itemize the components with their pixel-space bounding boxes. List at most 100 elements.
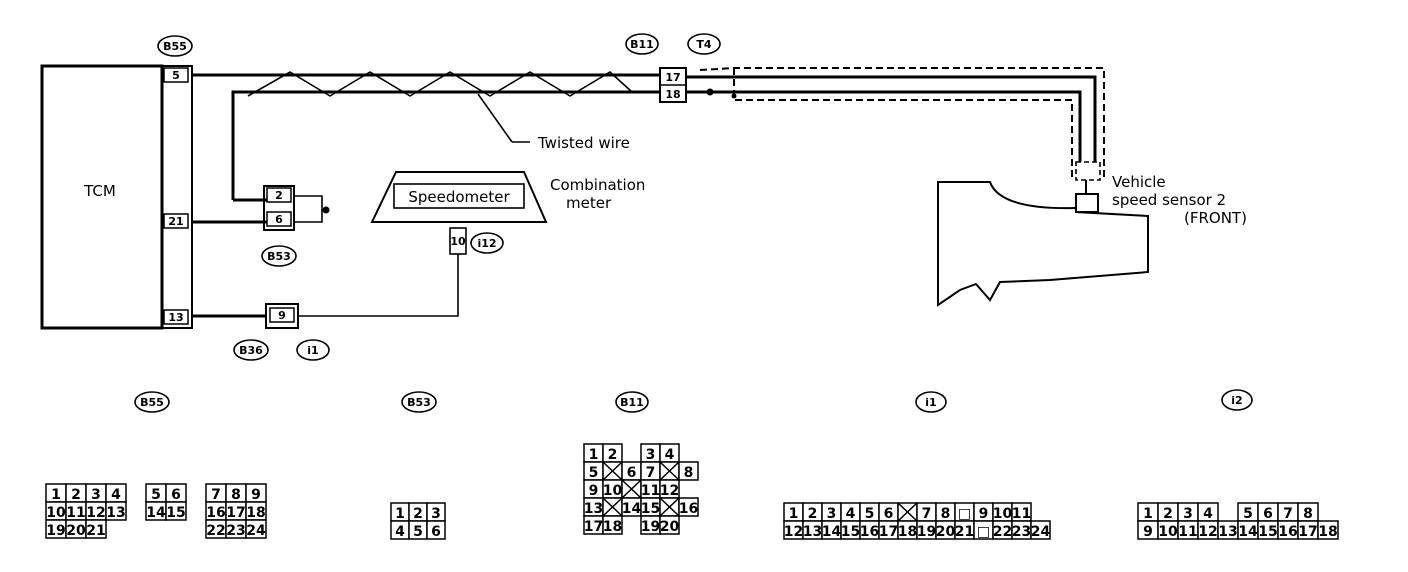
i2-pin-18-cell [1317, 520, 1339, 540]
tag-i12: i12 [470, 232, 504, 254]
i1-pin-9: 9 [979, 506, 989, 522]
i2-pin-17: 17 [1298, 524, 1317, 540]
combination-meter: Speedometer Combination meter 10 [370, 171, 645, 255]
b55-pin-7: 7 [211, 487, 221, 503]
b55-pin-9: 9 [251, 487, 261, 503]
speed-sensor-2 [1075, 193, 1099, 213]
b55-pin-14: 14 [146, 505, 166, 521]
tcm-unit: TCM 5 21 13 [40, 64, 193, 330]
i1-pin-6: 6 [884, 506, 894, 522]
b53-pin-6: 6 [431, 524, 441, 540]
b55-pin-4: 4 [111, 487, 121, 503]
svg-text:B53: B53 [407, 396, 431, 409]
combination-meter-label-1: Combination [550, 176, 645, 194]
b11-pin-15: 15 [641, 501, 660, 517]
b55-pin-21-cell [85, 519, 107, 539]
sensor-wiring [686, 67, 1105, 194]
b11-pin-20: 20 [660, 519, 680, 535]
i2-pin-7: 7 [1283, 506, 1293, 522]
meter-pin-10: 10 [450, 235, 466, 248]
tag-b11-top: B11 [625, 33, 659, 55]
i2-pin-16: 16 [1278, 524, 1297, 540]
b11-pin-8-cell [678, 461, 699, 481]
connector-b53: 2 6 [192, 185, 330, 231]
i2-pin-5: 5 [1243, 506, 1253, 522]
svg-text:B55: B55 [163, 40, 187, 53]
i2-pin-11: 11 [1178, 524, 1197, 540]
svg-text:i12: i12 [477, 237, 496, 250]
b55-pin-17: 17 [226, 505, 245, 521]
svg-text:B11: B11 [620, 396, 644, 409]
i1-pin-13: 13 [803, 524, 822, 540]
i2-pin-3: 3 [1183, 506, 1193, 522]
b53-pin-2: 2 [413, 506, 423, 522]
i1-pin-7: 7 [922, 506, 932, 522]
i2-pin-9: 9 [1143, 524, 1153, 540]
b55-pin-1: 1 [51, 487, 61, 503]
tag-b55-top: B55 [157, 35, 193, 57]
b11-pin-8: 8 [684, 465, 694, 481]
tcm-label: TCM [83, 182, 116, 200]
i1-pin-x-blank-mark [897, 502, 918, 522]
tag-b53-top: B53 [261, 245, 297, 267]
tag-t4: T4 [687, 33, 721, 55]
b11-pin-11: 11 [641, 483, 660, 499]
tag-i1-bottom: i1 [915, 391, 947, 413]
b11-pin-x-blank-mark [659, 497, 680, 517]
b55-pin-11: 11 [66, 505, 85, 521]
b55-pin-8: 8 [231, 487, 241, 503]
tag-i2: i2 [1221, 389, 1253, 411]
sensor-label-line1: Vehicle [1112, 173, 1166, 191]
svg-text:i1: i1 [307, 344, 318, 357]
b55-pin-12: 12 [86, 505, 105, 521]
i2-pin-15: 15 [1258, 524, 1277, 540]
b11-pin-7: 7 [646, 465, 656, 481]
b53-pin-5: 5 [413, 524, 423, 540]
i1-pin-19: 19 [917, 524, 936, 540]
b11-pin-17: 17 [665, 71, 680, 84]
b55-pin-10: 10 [46, 505, 66, 521]
b11-pin-18: 18 [665, 88, 680, 101]
i1-pin-8: 8 [941, 506, 951, 522]
i1-pin-21: 21 [955, 524, 974, 540]
twisted-wire-label: Twisted wire [537, 134, 630, 152]
b11-pin-12: 12 [660, 483, 679, 499]
b55-pin-16: 16 [206, 505, 225, 521]
b36-pin-9: 9 [278, 309, 286, 322]
b11-pin-5: 5 [589, 465, 599, 481]
i2-pin-12: 12 [1198, 524, 1217, 540]
b55-pin-13-cell [105, 501, 127, 521]
b11-pin-4: 4 [665, 447, 675, 463]
b55-pin-22: 22 [206, 523, 225, 539]
tag-b36: B36 [233, 339, 269, 361]
svg-text:T4: T4 [696, 38, 712, 51]
i1-pin-16: 16 [860, 524, 879, 540]
sensor-label-line2: speed sensor 2 [1112, 191, 1226, 209]
b11-pin-1: 1 [589, 447, 599, 463]
svg-text:B36: B36 [239, 344, 263, 357]
b55-pin-6: 6 [171, 487, 181, 503]
b55-pin-24: 24 [246, 523, 266, 539]
b53-pin-4: 4 [395, 524, 405, 540]
b55-pin-23: 23 [226, 523, 245, 539]
i1-pin-24: 24 [1031, 524, 1051, 540]
b11-pin-16-cell [678, 497, 699, 517]
b11-pin-20-cell [659, 515, 680, 535]
b11-pin-14: 14 [622, 501, 642, 517]
b11-pin-18: 18 [603, 519, 622, 535]
i1-pin-20: 20 [936, 524, 956, 540]
i1-pin-18: 18 [898, 524, 917, 540]
twisted-wire-pair: Twisted wire [192, 71, 660, 200]
b53-pin-2: 2 [275, 189, 283, 202]
b53-pin-1: 1 [395, 506, 405, 522]
i1-pin-5: 5 [865, 506, 875, 522]
tcm-pin-13: 13 [168, 311, 183, 324]
i1-pin-1: 1 [789, 506, 799, 522]
b55-pin-19: 19 [46, 523, 65, 539]
tag-b55-bottom: B55 [134, 391, 170, 413]
